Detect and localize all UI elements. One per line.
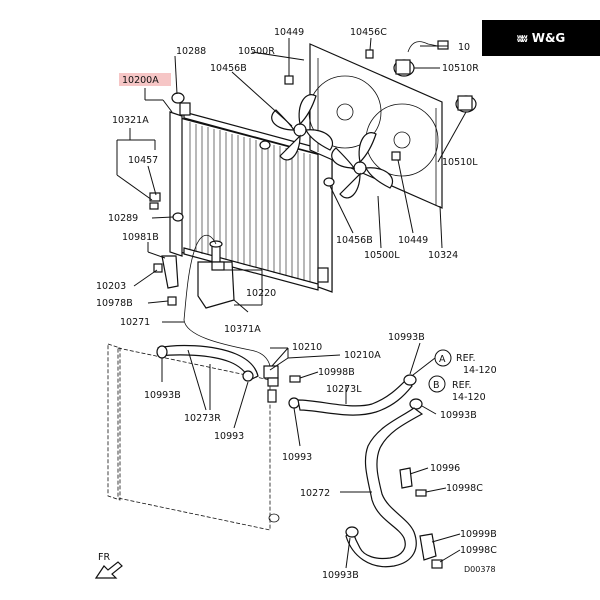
ref-b-letter: B	[433, 380, 440, 391]
label-10456b-top: 10456B	[210, 63, 247, 74]
label-10288: 10288	[176, 46, 206, 57]
label-10993-a: 10993	[214, 431, 244, 442]
fan-blade-lower	[331, 132, 394, 199]
label-10220: 10220	[246, 288, 276, 299]
brand-logo-icon: ʬʬ	[516, 31, 528, 45]
hose-clamp-10993b-bottom	[345, 526, 359, 538]
drain-plug	[172, 212, 184, 222]
label-10510r: 10510R	[442, 63, 479, 74]
label-10210a: 10210A	[344, 350, 381, 361]
fan-connector	[407, 40, 449, 53]
label-10998c-b: 10998C	[460, 545, 497, 556]
label-10200a: 10200A	[122, 75, 159, 86]
front-arrow-label: FR	[98, 552, 110, 563]
fan-blade-upper	[271, 94, 334, 161]
label-10999b: 10999B	[460, 529, 497, 540]
label-10456b-mid: 10456B	[336, 235, 373, 246]
label-10321a: 10321A	[112, 115, 149, 126]
clip-10996	[399, 467, 413, 489]
bracket-10999b	[419, 533, 437, 561]
label-10993b-a: 10993B	[388, 332, 425, 343]
bolt-10998c-b	[431, 559, 443, 569]
label-10510l: 10510L	[442, 157, 478, 168]
label-10210: 10210	[292, 342, 322, 353]
ref-b-number: 14-120	[452, 392, 486, 403]
clip-10456c	[365, 49, 374, 59]
label-10996: 10996	[430, 463, 460, 474]
hose-clamp-10993-a	[242, 370, 254, 382]
label-10456c: 10456C	[350, 27, 387, 38]
label-10500r: 10500R	[238, 46, 275, 57]
label-10273r: 10273R	[184, 413, 221, 424]
label-10273l: 10273L	[326, 384, 362, 395]
fan-nut-lower	[391, 151, 401, 161]
label-10449-mid: 10449	[398, 235, 428, 246]
label-10371a: 10371A	[224, 324, 261, 335]
thermostat-fitting	[263, 365, 279, 403]
sensor-10998b	[289, 375, 301, 383]
label-10500l: 10500L	[364, 250, 400, 261]
label-10998c-a: 10998C	[446, 483, 483, 494]
label-10324: 10324	[428, 250, 458, 261]
callout-labels: 10200A 10288 10321A 10457 10289 10981B 1…	[96, 27, 497, 581]
grommet-10324	[323, 177, 335, 187]
ref-marker-b: B REF. 14-120	[428, 375, 486, 403]
drawing-code: D00378	[464, 565, 496, 574]
hose-clamp-10993b-b	[409, 398, 423, 410]
grommet-upper	[259, 140, 271, 150]
fan-nut-upper	[284, 75, 294, 85]
bracket-bolt-10203	[153, 263, 163, 273]
fan-shroud	[308, 43, 443, 209]
ref-a-text: REF.	[456, 353, 476, 364]
label-10457: 10457	[128, 155, 158, 166]
leader-lines	[116, 37, 467, 569]
label-10981b: 10981B	[122, 232, 159, 243]
front-arrow: FR	[94, 552, 123, 579]
brand-badge: ʬʬ W&G	[482, 20, 600, 56]
brand-text: W&G	[531, 31, 566, 45]
ref-marker-a: A REF. 14-120	[412, 349, 497, 376]
fan-motor-right	[393, 59, 415, 77]
tank-bracket	[161, 255, 179, 289]
ref-b-text: REF.	[452, 380, 472, 391]
label-10978b: 10978B	[96, 298, 133, 309]
hose-clamp-left	[156, 345, 168, 359]
reservoir-tank	[197, 240, 235, 309]
label-10993-b: 10993	[282, 452, 312, 463]
highlight-box	[119, 73, 171, 86]
upper-hose-left	[297, 379, 413, 416]
radiator-bracket	[149, 192, 161, 210]
ref-a-number: 14-120	[463, 365, 497, 376]
label-10271: 10271	[120, 317, 150, 328]
bolt-10998c-a	[415, 489, 427, 497]
radiator-outline-lower	[107, 343, 280, 531]
label-10998b: 10998B	[318, 367, 355, 378]
label-10449-top: 10449	[274, 27, 304, 38]
label-10993b-left: 10993B	[144, 390, 181, 401]
clamp-10978b	[167, 296, 177, 306]
label-10272: 10272	[300, 488, 330, 499]
ref-a-letter: A	[439, 354, 446, 365]
overflow-hose	[183, 234, 271, 367]
radiator-cap	[171, 92, 185, 104]
label-10203: 10203	[96, 281, 126, 292]
lower-hose	[345, 407, 424, 568]
hose-clamp-10993b-a	[403, 374, 417, 386]
fan-motor-left	[455, 95, 477, 113]
label-10993b-bottom: 10993B	[322, 570, 359, 581]
label-10289: 10289	[108, 213, 138, 224]
label-10993b-b: 10993B	[440, 410, 477, 421]
label-10-top: 10	[458, 42, 470, 53]
